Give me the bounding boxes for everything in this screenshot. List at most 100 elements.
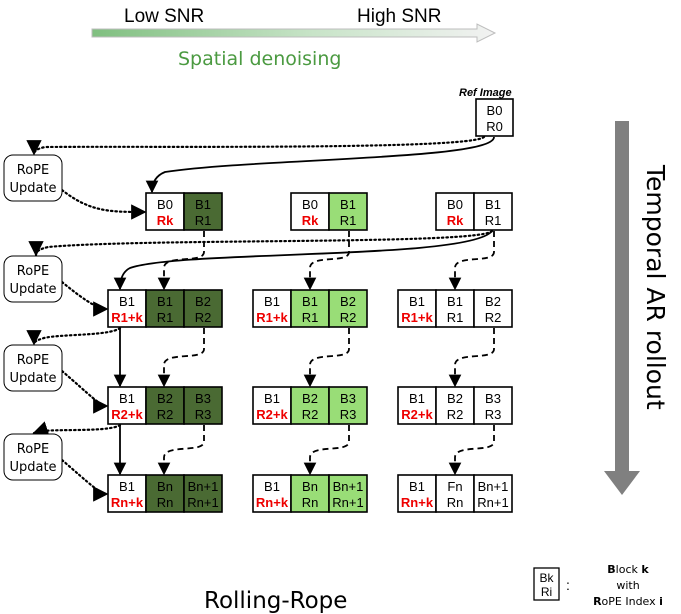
high-snr-label: High SNR: [357, 6, 441, 27]
block-cell: [107, 474, 147, 513]
legend-line-3-rest: oPE Index: [602, 595, 660, 608]
block-index: B1: [302, 294, 318, 309]
rope-update-line-1: RoPE: [17, 442, 49, 457]
rope-update-line-1: RoPE: [17, 353, 49, 368]
block-index: B0: [157, 197, 173, 212]
block-rope: R3: [195, 407, 212, 422]
block-index: B1: [119, 391, 135, 406]
denoise-step: [157, 328, 205, 388]
legend-line-3-bold: R: [593, 595, 602, 608]
block-index: B1: [157, 294, 173, 309]
rope-update-chain: [28, 229, 494, 257]
denoise-step: [157, 425, 205, 476]
block-rope: Rn+1: [332, 495, 363, 510]
block-cell: [183, 474, 223, 513]
block-rope: Rn+1: [187, 495, 218, 510]
block-rope: R3: [485, 407, 502, 422]
block-cell: [328, 474, 368, 513]
denoise-step: [448, 328, 495, 388]
denoise-step: [448, 231, 495, 291]
block-cell: [183, 289, 223, 328]
block-rope: Rn+1: [477, 495, 508, 510]
legend-line-1-bold: B: [607, 563, 615, 576]
block-rope-shifted: R1+k: [111, 310, 143, 325]
block-rope: Rn: [302, 495, 319, 510]
ref-image-caption: Ref Image: [459, 87, 512, 99]
block-index: B1: [195, 197, 211, 212]
rope-update-line-2: Update: [9, 181, 56, 196]
block-rope-shifted: Rn+k: [256, 495, 289, 510]
rope-update-bubble: RoPE Update: [3, 154, 63, 202]
block-index: B3: [485, 391, 501, 406]
block-cell: [473, 474, 513, 513]
legend-line-1-k: k: [641, 563, 649, 576]
block-index: B2: [340, 294, 356, 309]
block-index: Bn+1: [333, 479, 364, 494]
block-index: B1: [119, 479, 135, 494]
rope-update-chain: [32, 421, 122, 436]
block-rope-shifted: R1+k: [401, 310, 433, 325]
temporal-label: Temporal AR rollout: [641, 164, 670, 410]
block-cell: [473, 289, 513, 328]
rope-update-line-2: Update: [9, 371, 56, 386]
block-cell: [328, 192, 368, 231]
block-cell: [290, 289, 330, 328]
block-rope: R1: [340, 213, 357, 228]
block-cell: [290, 192, 330, 231]
rollout-to-next-row: [113, 230, 493, 291]
snr-gradient-arrow: [91, 23, 497, 43]
block-rope-shifted: Rk: [447, 213, 464, 228]
denoise-step: [448, 425, 495, 476]
block-rope-shifted: Rk: [157, 213, 174, 228]
denoise-step: [157, 231, 205, 291]
ref-block-r: R0: [486, 119, 503, 134]
legend: Bk Ri : Block k with RoPE Index i: [533, 563, 663, 608]
legend-block-r: Ri: [541, 585, 552, 599]
rope-update-chain: [26, 326, 122, 346]
block-index: B2: [157, 391, 173, 406]
block-cell: [473, 386, 513, 425]
rope-update-line-1: RoPE: [17, 163, 49, 178]
diagram-title: Rolling-Rope: [204, 588, 347, 614]
legend-block: [533, 567, 560, 601]
block-rope-shifted: Rk: [302, 213, 319, 228]
block-rope-shifted: R1+k: [256, 310, 288, 325]
block-index: B1: [409, 391, 425, 406]
block-index: B3: [340, 391, 356, 406]
block-rope: R2: [340, 310, 357, 325]
block-rope: Rn: [157, 495, 174, 510]
block-index: B3: [195, 391, 211, 406]
block-cell: [328, 289, 368, 328]
block-rope-shifted: R2+k: [256, 407, 288, 422]
block-index: B1: [447, 294, 463, 309]
block-rope: R2: [157, 407, 174, 422]
rope-update-to-block: [60, 369, 109, 414]
denoise-step: [303, 425, 350, 476]
block-index: B1: [409, 294, 425, 309]
block-cell: [397, 474, 437, 513]
block-rope: R1: [157, 310, 174, 325]
block-rope-shifted: Rn+k: [401, 495, 434, 510]
block-cell: [290, 386, 330, 425]
block-rope: R1: [447, 310, 464, 325]
block-index: B0: [447, 197, 463, 212]
legend-line-3-i: i: [659, 595, 663, 608]
block-index: B1: [264, 479, 280, 494]
block-cell: [252, 386, 292, 425]
block-rope: R2: [302, 407, 319, 422]
block-index: B1: [485, 197, 501, 212]
block-grid: B0RkB1R1B0RkB1R1B0RkB1R1B1R1+kB1R1B2R2B1…: [107, 192, 513, 513]
block-rope: R1: [302, 310, 319, 325]
block-cell: [328, 386, 368, 425]
block-cell: [183, 386, 223, 425]
